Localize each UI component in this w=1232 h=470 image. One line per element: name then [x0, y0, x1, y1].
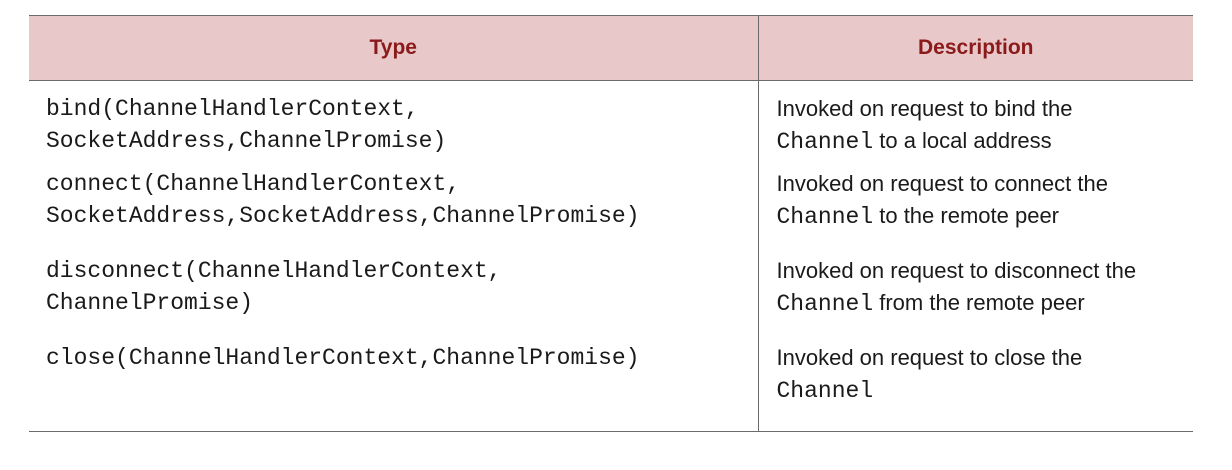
method-table-grid: Type Description bind(ChannelHandlerCont…: [29, 16, 1193, 431]
description-line: Channel: [777, 374, 1194, 407]
header-description: Description: [758, 16, 1193, 81]
type-cell: bind(ChannelHandlerContext, SocketAddress…: [29, 80, 759, 168]
description-cell: Invoked on request to bind the Channel t…: [758, 81, 1193, 168]
description-line: Invoked on request to disconnect the: [776, 257, 1137, 283]
type-line: connect(ChannelHandlerContext,: [46, 170, 461, 197]
type-line: ChannelPromise): [46, 289, 254, 316]
description-rest: to a local address: [873, 128, 1052, 153]
description-cell: Invoked on request to disconnect the Cha…: [758, 255, 1193, 342]
description-line: Invoked on request to connect the: [776, 170, 1108, 196]
type-line: SocketAddress,ChannelPromise): [46, 128, 447, 154]
code-term: Channel: [776, 129, 874, 155]
type-cell: disconnect(ChannelHandlerContext, Channel…: [29, 254, 759, 342]
description-rest: from the remote peer: [873, 289, 1085, 315]
method-table: Type Description bind(ChannelHandlerCont…: [29, 15, 1193, 432]
type-line: disconnect(ChannelHandlerContext,: [46, 257, 502, 284]
description-line: Channel to a local address: [777, 125, 1194, 158]
description-rest: to the remote peer: [873, 202, 1060, 228]
type-line: close(ChannelHandlerContext,ChannelPromi…: [46, 344, 640, 371]
code-term: Channel: [776, 290, 874, 317]
description-cell: Invoked on request to connect the Channe…: [758, 168, 1193, 255]
description-line: Invoked on request to close the: [776, 344, 1083, 370]
table-row: connect(ChannelHandlerContext, SocketAddr…: [29, 167, 1193, 255]
description-line: Channel to the remote peer: [777, 200, 1194, 233]
header-type: Type: [29, 16, 759, 81]
type-line: SocketAddress,SocketAddress,ChannelPromi…: [46, 202, 640, 229]
table-row: bind(ChannelHandlerContext, SocketAddress…: [29, 80, 1193, 168]
table-row: disconnect(ChannelHandlerContext, Channel…: [29, 254, 1193, 342]
type-line: bind(ChannelHandlerContext,: [46, 96, 419, 122]
description-line: Invoked on request to bind the: [776, 96, 1073, 121]
table-row: close(ChannelHandlerContext,ChannelPromi…: [29, 341, 1193, 431]
type-cell: connect(ChannelHandlerContext, SocketAddr…: [29, 167, 759, 255]
type-cell: close(ChannelHandlerContext,ChannelPromi…: [29, 341, 759, 431]
code-term: Channel: [776, 203, 874, 230]
description-line: Channel from the remote peer: [777, 287, 1194, 320]
code-term: Channel: [776, 377, 874, 404]
description-cell: Invoked on request to close the Channel: [758, 342, 1193, 431]
table-header-row: Type Description: [29, 16, 1193, 81]
